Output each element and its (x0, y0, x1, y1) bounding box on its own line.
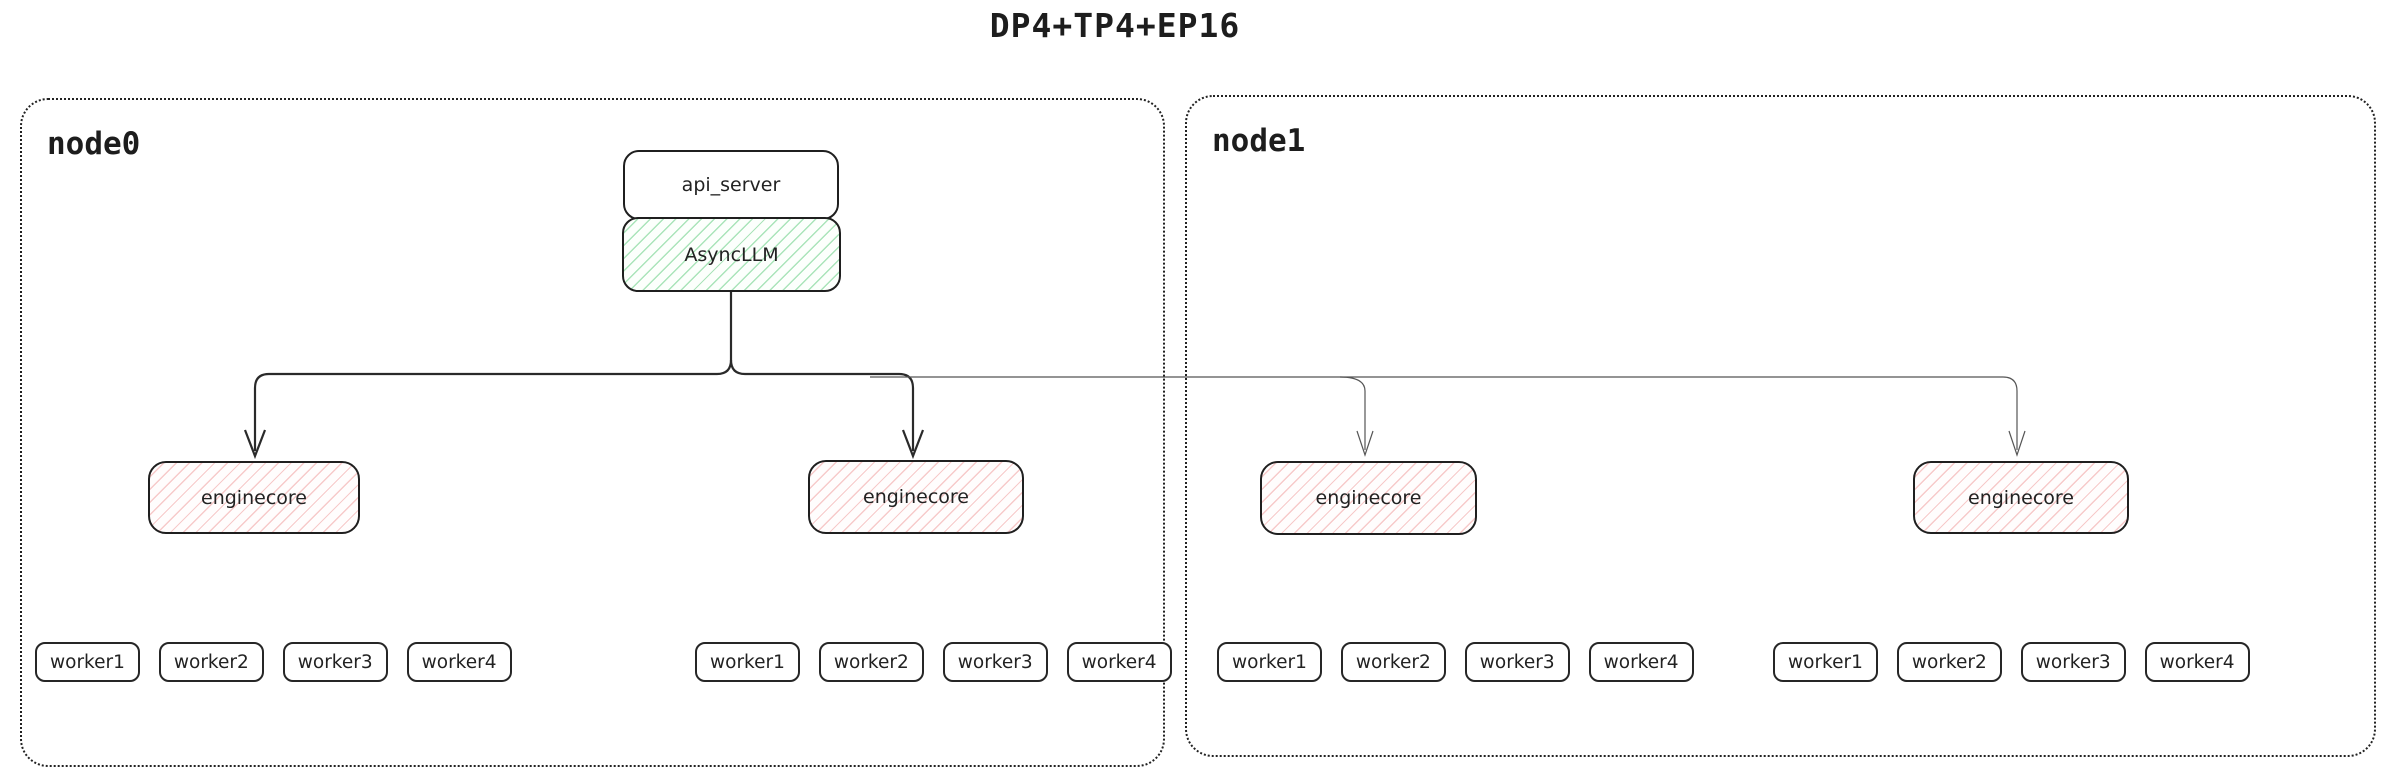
enginecore-box-node1-1: enginecore (1260, 461, 1477, 535)
worker-chip: worker2 (158, 642, 264, 682)
worker-chip: worker4 (2144, 642, 2250, 682)
node0-label: node0 (47, 126, 141, 162)
enginecore-box-node0-1: enginecore (148, 461, 360, 534)
worker-group-node1-2: worker1 worker2 worker3 worker4 (1773, 642, 2250, 682)
worker-group-node0-2: worker1 worker2 worker3 worker4 (695, 642, 1172, 682)
node1-label: node1 (1212, 123, 1306, 159)
async-llm-box: AsyncLLM (622, 217, 841, 292)
worker-group-node1-1: worker1 worker2 worker3 worker4 (1217, 642, 1694, 682)
worker-chip: worker3 (942, 642, 1048, 682)
diagram-title: DP4+TP4+EP16 (989, 6, 1241, 45)
worker-chip: worker4 (406, 642, 512, 682)
worker-chip: worker4 (1066, 642, 1172, 682)
worker-group-node0-1: worker1 worker2 worker3 worker4 (35, 642, 512, 682)
worker-chip: worker2 (1340, 642, 1446, 682)
worker-chip: worker2 (1896, 642, 2002, 682)
api-server-box: api_server (623, 150, 839, 220)
worker-chip: worker3 (1464, 642, 1570, 682)
worker-chip: worker4 (1588, 642, 1694, 682)
enginecore-box-node0-2: enginecore (808, 460, 1024, 534)
enginecore-box-node1-2: enginecore (1913, 461, 2129, 534)
worker-chip: worker1 (695, 642, 800, 682)
worker-chip: worker2 (818, 642, 924, 682)
worker-chip: worker1 (35, 642, 140, 682)
worker-chip: worker1 (1773, 642, 1878, 682)
worker-chip: worker3 (282, 642, 388, 682)
worker-chip: worker3 (2020, 642, 2126, 682)
worker-chip: worker1 (1217, 642, 1322, 682)
